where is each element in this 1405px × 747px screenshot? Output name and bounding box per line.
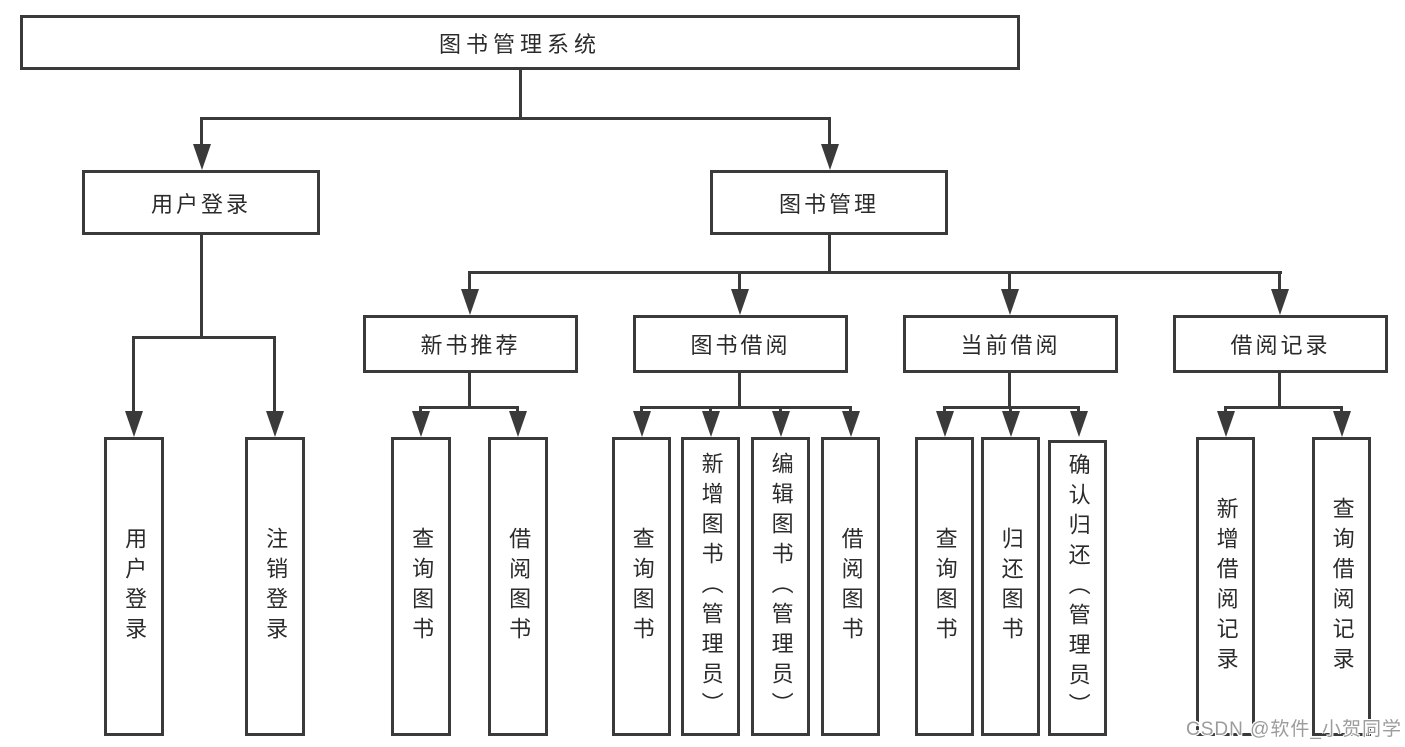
leaf-query-books: 查询图书	[915, 437, 974, 736]
node-label: 用户登录	[122, 526, 148, 647]
connector-horizontal	[133, 336, 276, 339]
arrowhead-down-icon	[1070, 411, 1088, 437]
leaf-return-books: 归还图书	[981, 437, 1040, 736]
node-label: 借阅图书	[838, 526, 864, 647]
connector-vertical	[200, 117, 203, 146]
leaf-borrow-books: 借阅图书	[821, 437, 880, 736]
leaf-borrow-books: 借阅图书	[488, 437, 548, 736]
connector-horizontal	[201, 117, 831, 120]
connector-vertical	[132, 336, 135, 413]
arrowhead-down-icon	[125, 411, 143, 437]
connector-vertical	[738, 271, 741, 292]
arrowhead-down-icon	[821, 144, 839, 170]
connector-vertical	[419, 406, 422, 415]
arrowhead-down-icon	[702, 411, 720, 437]
node-book-management: 图书管理	[710, 170, 948, 235]
watermark: CSDN @软件_小贺同学	[1186, 719, 1402, 740]
connector-vertical	[738, 373, 741, 408]
arrowhead-down-icon	[1001, 289, 1019, 315]
node-label: 当前借阅	[960, 333, 1061, 358]
connector-horizontal	[469, 271, 1282, 274]
arrowhead-down-icon	[842, 411, 860, 437]
connector-vertical	[1008, 271, 1011, 292]
leaf-add-books-admin: 新增图书（管理员）	[681, 437, 740, 736]
node-label: 查询图书	[932, 526, 958, 647]
node-label: 图书管理系统	[438, 31, 601, 57]
node-new-book-recommend: 新书推荐	[363, 315, 578, 373]
connector-vertical	[640, 406, 643, 415]
node-label: 确认归还（管理员）	[1065, 453, 1091, 723]
arrowhead-down-icon	[509, 411, 527, 437]
node-label: 新书推荐	[420, 333, 521, 358]
node-label: 查询图书	[409, 526, 435, 647]
connector-vertical	[1278, 271, 1281, 292]
arrowhead-down-icon	[936, 411, 954, 437]
connector-horizontal	[1225, 406, 1343, 409]
node-label: 新增借阅记录	[1213, 496, 1239, 677]
arrowhead-down-icon	[1217, 411, 1235, 437]
connector-vertical	[1278, 373, 1281, 408]
arrowhead-down-icon	[772, 411, 790, 437]
node-label: 借阅图书	[506, 526, 532, 647]
leaf-confirm-return-admin: 确认归还（管理员）	[1048, 440, 1107, 736]
arrowhead-down-icon	[1271, 289, 1289, 315]
leaf-query-books: 查询图书	[612, 437, 671, 736]
connector-vertical	[849, 406, 852, 415]
leaf-query-borrow-record: 查询借阅记录	[1312, 437, 1371, 736]
arrowhead-down-icon	[266, 411, 284, 437]
arrowhead-down-icon	[1333, 411, 1351, 437]
node-label: 注销登录	[263, 526, 289, 647]
connector-vertical	[1008, 373, 1011, 408]
leaf-edit-books-admin: 编辑图书（管理员）	[751, 437, 810, 736]
node-label: 编辑图书（管理员）	[768, 451, 794, 722]
arrowhead-down-icon	[1002, 411, 1020, 437]
node-label: 用户登录	[150, 191, 251, 217]
node-label: 归还图书	[998, 526, 1024, 647]
connector-vertical	[828, 235, 831, 273]
connector-vertical	[1224, 406, 1227, 415]
connector-vertical	[1077, 406, 1080, 415]
connector-vertical	[828, 117, 831, 146]
arrowhead-down-icon	[633, 411, 651, 437]
connector-vertical	[709, 406, 712, 415]
node-borrow-record: 借阅记录	[1173, 315, 1388, 373]
arrowhead-down-icon	[731, 289, 749, 315]
node-label: 新增图书（管理员）	[698, 451, 724, 722]
connector-horizontal	[641, 406, 852, 409]
connector-vertical	[943, 406, 946, 415]
connector-vertical	[779, 406, 782, 415]
arrowhead-down-icon	[193, 144, 211, 170]
node-book-borrow: 图书借阅	[633, 315, 848, 373]
connector-vertical	[516, 406, 519, 415]
node-user-login: 用户登录	[82, 170, 320, 235]
connector-vertical	[200, 235, 203, 338]
connector-vertical	[273, 336, 276, 413]
connector-horizontal	[420, 406, 519, 409]
arrowhead-down-icon	[412, 411, 430, 437]
arrowhead-down-icon	[461, 289, 479, 315]
connector-vertical	[519, 70, 522, 119]
connector-vertical	[1340, 406, 1343, 415]
leaf-add-borrow-record: 新增借阅记录	[1196, 437, 1255, 736]
leaf-query-books: 查询图书	[391, 437, 451, 736]
connector-vertical	[468, 271, 471, 292]
connector-vertical	[1009, 406, 1012, 415]
node-label: 查询图书	[629, 526, 655, 647]
leaf-logout: 注销登录	[245, 437, 305, 736]
node-current-borrow: 当前借阅	[903, 315, 1118, 373]
node-label: 查询借阅记录	[1329, 496, 1355, 677]
node-label: 借阅记录	[1230, 333, 1331, 358]
node-label: 图书管理	[778, 191, 879, 217]
node-label: 图书借阅	[690, 333, 791, 358]
connector-vertical	[468, 373, 471, 408]
node-root: 图书管理系统	[20, 15, 1020, 70]
leaf-user-login: 用户登录	[104, 437, 164, 736]
